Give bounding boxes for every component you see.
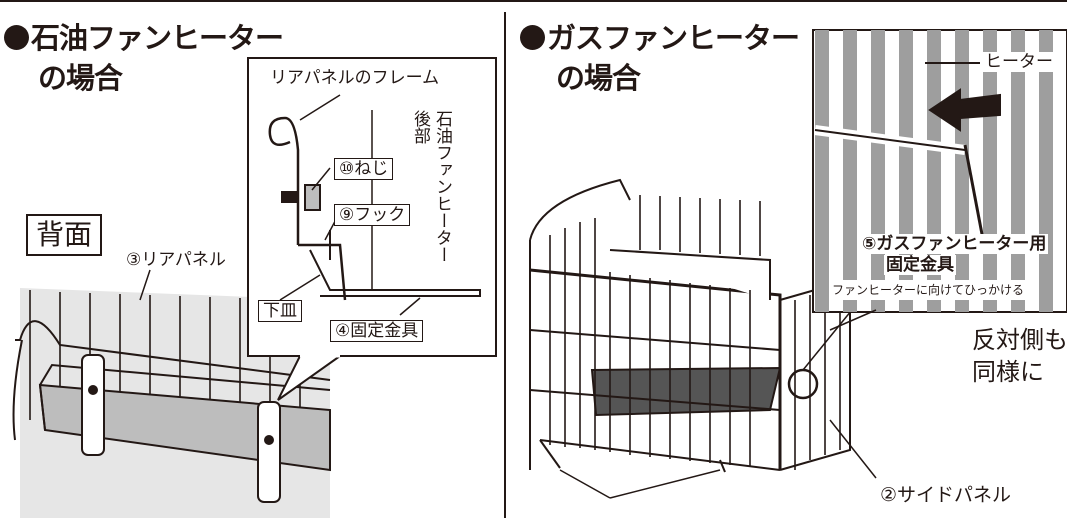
hook-instruction: ファンヒーターに向けてひっかける	[830, 280, 1027, 300]
top-rule	[0, 0, 1067, 2]
tray-label: 下皿	[258, 300, 302, 322]
note-line1: 反対側も	[972, 326, 1067, 354]
oil-heading-line2: の場合	[38, 61, 123, 95]
note-line2: 同様に	[972, 358, 1044, 386]
rear-label: 後部	[410, 110, 430, 144]
bracket-label: ④固定金具	[330, 320, 424, 342]
rear-panel-label: ③リアパネル	[126, 250, 226, 270]
oil-heater-heading: 石油ファンヒーター	[4, 20, 284, 56]
heater-label: ヒーター	[982, 52, 1056, 72]
column-divider	[504, 12, 506, 518]
gas-heading-line2: の場合	[556, 61, 641, 95]
screw-label: ⑩ねじ	[334, 158, 394, 180]
bullet-icon	[4, 25, 29, 50]
bullet-icon	[520, 25, 545, 50]
hook-label: ⑨フック	[334, 204, 411, 226]
view-label: 背面	[26, 214, 103, 256]
gas-heater-heading: ガスファンヒーター	[520, 20, 800, 56]
oil-heater-vertical-label: 石油ファンヒーター	[432, 110, 452, 263]
gas-bracket-label-line2: 固定金具	[884, 255, 956, 275]
gas-heading-line1: ガスファンヒーター	[547, 21, 800, 55]
oil-heading-line1: 石油ファンヒーター	[31, 21, 284, 55]
gas-bracket-label-line1: ⑤ガスファンヒーター用	[860, 234, 1049, 254]
side-panel-label: ②サイドパネル	[880, 484, 1012, 506]
frame-label: リアパネルのフレーム	[270, 68, 440, 88]
fence-illustration	[529, 178, 877, 499]
